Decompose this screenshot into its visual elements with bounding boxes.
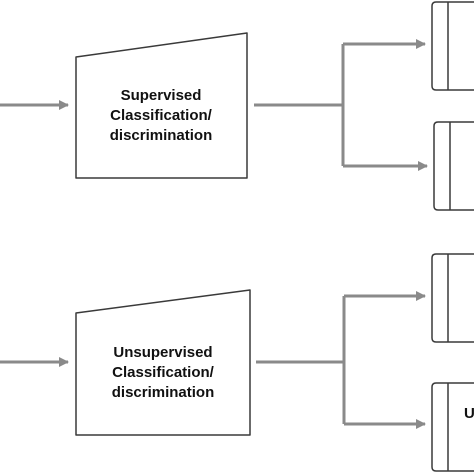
- unsupervised-label-line2: Classification/: [112, 364, 214, 381]
- unsupervised-process-shape: [75, 289, 251, 436]
- supervised-label-line2: Classification/: [110, 107, 212, 124]
- unsupervised-label-line1: Unsupervised: [113, 344, 213, 361]
- output-box-top-1: [431, 1, 474, 91]
- supervised-label-line1: Supervised: [120, 87, 202, 104]
- output-box-bottom-1: [431, 253, 474, 343]
- output-box-bottom-2: [431, 382, 474, 472]
- supervised-label: Supervised Classification/ discriminatio…: [86, 86, 236, 146]
- output-box-top-2: [433, 121, 474, 211]
- supervised-label-line3: discrimination: [109, 127, 213, 144]
- partial-output-label: U: [464, 405, 474, 422]
- supervised-process-shape: [75, 32, 248, 179]
- unsupervised-label: Unsupervised Classification/ discriminat…: [88, 343, 238, 403]
- unsupervised-label-line3: discrimination: [111, 384, 215, 401]
